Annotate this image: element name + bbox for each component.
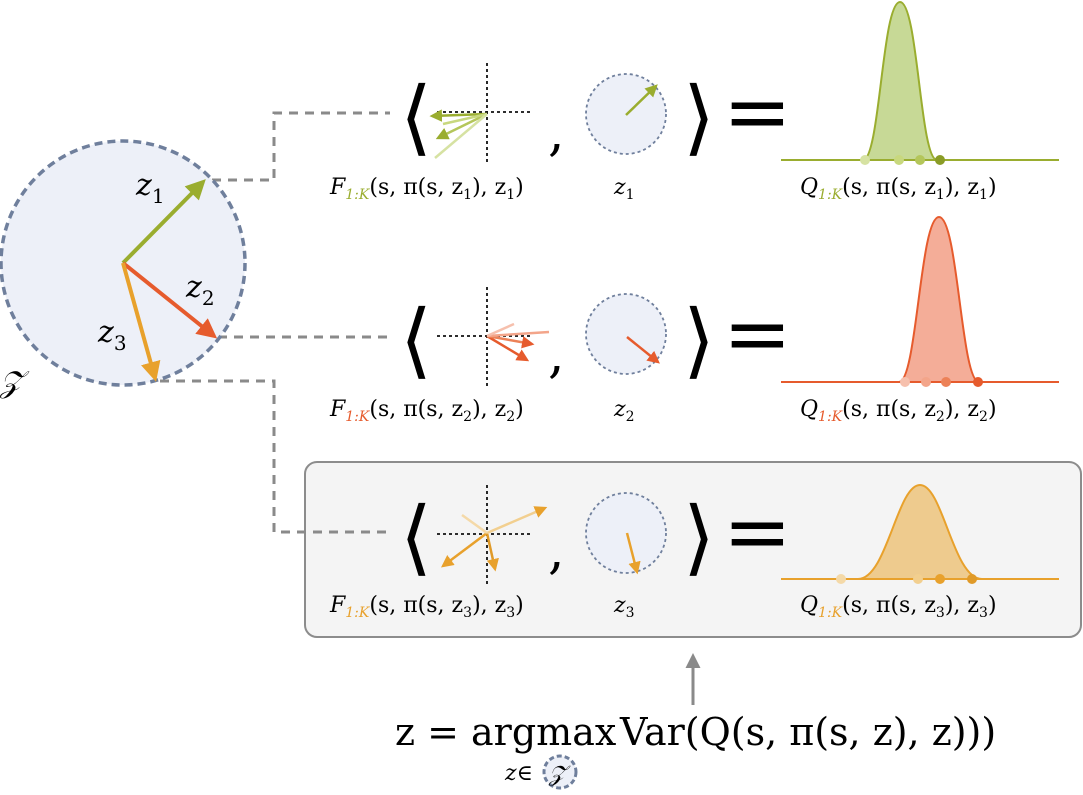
feature-vectors-1 [429, 63, 533, 163]
left-angle-bracket: ⟨ [400, 70, 432, 165]
formula-set-circle [542, 754, 578, 790]
q-curve-3 [781, 483, 1059, 580]
z-label-2: z2 [613, 397, 635, 425]
q-label-2: Q1:K(s, π(s, z2), z2) [800, 397, 997, 425]
z3-arrow [121, 262, 161, 382]
equals-sign: = [723, 65, 792, 160]
z2-arrow [121, 261, 218, 339]
row-3: ⟨ , ⟩ = F1:K(s, π(s, z3), z3) z3 Q1:K(s,… [329, 483, 1059, 621]
row-2: ⟨ , ⟩ = F1:K(s, π(s, z2), z2) z2 Q1:K(s,… [329, 215, 1059, 425]
f-label-3: F1:K(s, π(s, z3), z3) [329, 593, 524, 621]
z-label-3: z3 [613, 593, 635, 621]
formula-set-symbol: 𝒵 [548, 762, 571, 787]
connectors [160, 111, 390, 534]
latent-set-symbol: 𝒵 [0, 365, 30, 400]
selected-row-highlight [304, 461, 1082, 638]
row-1: ⟨ , ⟩ = F1:K(s, π(s, z1), z1) z1 Q1:K(s,… [329, 0, 1059, 203]
selection-formula: z = argmax Var(Q(s, π(s, z), z))) z∈ 𝒵 [395, 710, 996, 790]
formula-subscript: z∈ [504, 761, 533, 786]
comma: , [548, 325, 565, 385]
z-vector-3 [625, 532, 641, 575]
q-label-1: Q1:K(s, π(s, z1), z1) [800, 175, 997, 203]
comma: , [548, 521, 565, 581]
right-angle-bracket: ⟩ [683, 70, 715, 165]
z2-label: z2 [185, 270, 215, 310]
z3-label: z3 [97, 315, 127, 355]
formula-lhs: z = argmax [395, 710, 616, 754]
f-label-1: F1:K(s, π(s, z1), z1) [329, 175, 524, 203]
z-label-1: z1 [613, 175, 635, 203]
right-angle-bracket: ⟩ [683, 293, 715, 388]
q-label-3: Q1:K(s, π(s, z3), z3) [800, 593, 997, 621]
comma: , [548, 103, 565, 163]
z-circle-3 [585, 492, 667, 574]
left-angle-bracket: ⟨ [400, 293, 432, 388]
q-distribution-3 [781, 483, 1059, 584]
equals-sign: = [723, 485, 792, 580]
z-circle-2 [585, 293, 667, 375]
q-curve-2 [781, 215, 1059, 383]
feature-vectors-2 [437, 287, 550, 387]
latent-space: z1 z2 z3 𝒵 [0, 139, 247, 400]
right-angle-bracket: ⟩ [683, 490, 715, 585]
z1-label: z1 [135, 168, 165, 208]
left-angle-bracket: ⟨ [400, 490, 432, 585]
equals-sign: = [723, 287, 792, 382]
q-distribution-2 [781, 215, 1059, 387]
z-vector-1 [625, 84, 658, 116]
connector-row3 [160, 379, 390, 534]
z-vector-2 [626, 336, 660, 364]
q-distribution-1 [781, 0, 1059, 165]
z1-arrow [121, 179, 206, 265]
q-curve-1 [781, 0, 1059, 161]
connector-row1 [212, 111, 390, 182]
formula-rhs: Var(Q(s, π(s, z), z))) [619, 710, 996, 754]
feature-vectors-3 [437, 485, 548, 585]
f-label-2: F1:K(s, π(s, z2), z2) [329, 397, 524, 425]
